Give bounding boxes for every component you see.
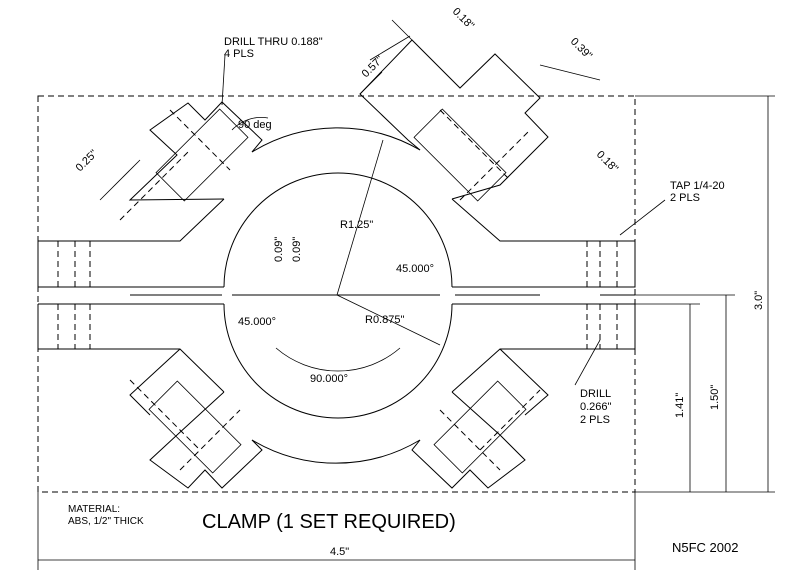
dim-150: 1.50" — [709, 385, 721, 410]
drill-note-line1: DRILL — [580, 388, 611, 400]
lower-clamp-half — [37, 303, 636, 489]
stock-outline — [37, 95, 636, 493]
dim-height: 3.0" — [753, 291, 765, 310]
drill-note-line2: 0.266" — [580, 401, 612, 413]
tap-note-line2: 2 PLS — [670, 192, 700, 204]
dim-141: 1.41" — [674, 393, 686, 418]
upper-clamp-half — [37, 39, 636, 288]
dim-r0875: R0.875" — [365, 314, 404, 326]
dim-90deg: 90 deg — [238, 119, 272, 131]
dim-025: 0.25" — [74, 148, 100, 174]
dim-width: 4.5" — [330, 546, 349, 558]
material-line1: MATERIAL: — [68, 504, 120, 515]
dim-r125: R1.25" — [340, 219, 373, 231]
dim-039: 0.39" — [568, 36, 594, 62]
dim-018-top: 0.18" — [450, 6, 476, 32]
credit-text: N5FC 2002 — [672, 540, 738, 555]
outer-relief-upper — [251, 127, 421, 153]
dim-45-left: 45.000° — [238, 316, 276, 328]
dim-018-right: 0.18" — [594, 149, 620, 175]
drill-thru-note-line2: 4 PLS — [224, 48, 254, 60]
dimension-lines — [37, 19, 775, 570]
material-line2: ABS, 1/2" THICK — [68, 516, 144, 527]
drill-thru-note-line1: DRILL THRU 0.188" — [224, 36, 323, 48]
tap-note-line1: TAP 1/4-20 — [670, 180, 725, 192]
dim-009-a: 0.09" — [273, 237, 285, 262]
inner-bore-lower — [223, 303, 453, 419]
drawing-title: CLAMP (1 SET REQUIRED) — [202, 511, 456, 533]
dim-90: 90.000° — [310, 373, 348, 385]
drill-note-line3: 2 PLS — [580, 414, 610, 426]
dim-009-b: 0.09" — [291, 237, 303, 262]
outer-relief-lower — [251, 439, 421, 464]
dim-45-right: 45.000° — [396, 263, 434, 275]
dim-057: 0.57" — [360, 54, 386, 80]
inner-bore-upper — [223, 172, 453, 288]
